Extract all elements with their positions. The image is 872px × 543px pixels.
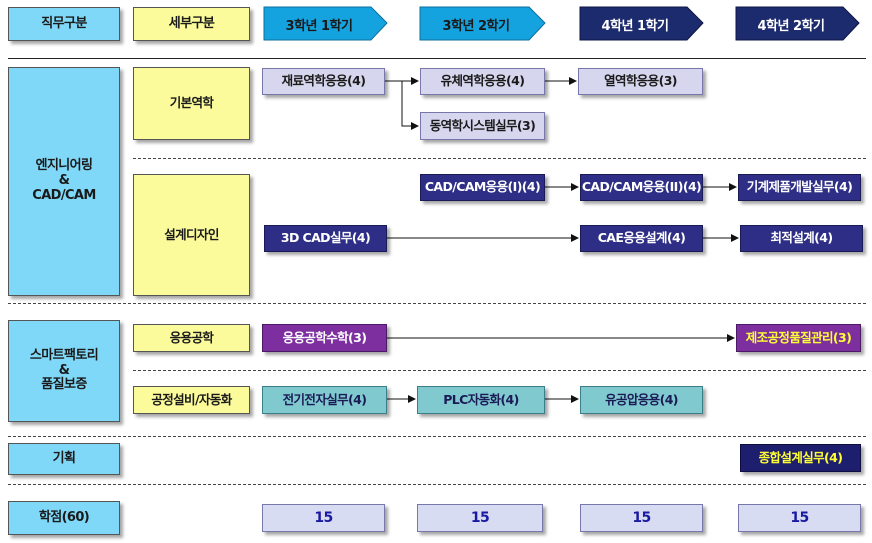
course-process-quality: 제조공정품질관리(3) bbox=[736, 324, 861, 352]
credits-semester-3: 15 bbox=[580, 504, 703, 532]
course-strength-materials: 재료역학응용(4) bbox=[262, 68, 385, 95]
course-thermodynamics: 열역학응용(3) bbox=[578, 68, 703, 95]
course-dynamics-system: 동역학시스템실무(3) bbox=[420, 112, 545, 140]
course-hydraulics: 유공압응용(4) bbox=[580, 386, 703, 414]
smart-factory-sub-divider bbox=[133, 370, 866, 371]
credits-semester-4: 15 bbox=[738, 504, 861, 532]
sub-category-header: 세부구분 bbox=[133, 7, 250, 41]
course-product-development: 기계제품개발실무(4) bbox=[738, 174, 861, 201]
semester-3-arrow-shape bbox=[579, 6, 704, 41]
smart-factory-section-divider bbox=[8, 436, 866, 437]
engineering-section-divider bbox=[8, 303, 866, 304]
semester-header-shapes bbox=[263, 6, 860, 41]
semester-3-label: 4학년 1학기 bbox=[601, 18, 669, 34]
course-electrical-electronics: 전기전자실무(4) bbox=[262, 386, 387, 414]
semester-2-label: 3학년 2학기 bbox=[442, 18, 510, 34]
header-separator bbox=[8, 58, 866, 59]
course-optimal-design: 최적설계(4) bbox=[740, 225, 863, 252]
course-cadcam-1: CAD/CAM응용(I)(4) bbox=[420, 174, 545, 201]
course-plc-automation: PLC자동화(4) bbox=[417, 386, 545, 414]
engineering-sub-divider bbox=[133, 158, 866, 159]
credits-semester-2: 15 bbox=[417, 504, 543, 532]
sub-design: 설계디자인 bbox=[133, 174, 250, 296]
credits-semester-1: 15 bbox=[262, 504, 385, 532]
course-fluid-mechanics: 유체역학응용(4) bbox=[420, 68, 545, 95]
credits-label: 학점(60) bbox=[8, 501, 120, 535]
sub-applied-engineering: 응용공학 bbox=[133, 324, 250, 352]
sub-process-automation: 공정설비/자동화 bbox=[133, 386, 250, 414]
planning-section-divider bbox=[8, 484, 866, 485]
job-planning: 기획 bbox=[8, 443, 120, 475]
job-engineering-cadcam: 엔지니어링 & CAD/CAM bbox=[8, 67, 120, 296]
course-cadcam-2: CAD/CAM응용(II)(4) bbox=[580, 174, 703, 201]
course-applied-math: 응용공학수학(3) bbox=[262, 324, 387, 352]
course-capstone-design: 종합설계실무(4) bbox=[740, 444, 861, 472]
semester-4-label: 4학년 2학기 bbox=[757, 18, 825, 34]
semester-1-label: 3학년 1학기 bbox=[285, 18, 353, 34]
semester-1-arrow-shape bbox=[263, 6, 388, 41]
semester-2-arrow-shape bbox=[419, 6, 546, 41]
semester-4-arrow-shape bbox=[735, 6, 860, 41]
job-category-header: 직무구분 bbox=[8, 7, 120, 41]
arrow-c1-c4 bbox=[401, 81, 419, 130]
course-3d-cad: 3D CAD실무(4) bbox=[264, 225, 387, 252]
job-smart-factory-quality: 스마트팩토리 & 품질보증 bbox=[8, 320, 120, 422]
course-cae-design: CAE응용설계(4) bbox=[580, 225, 703, 252]
sub-basic-mechanics: 기본역학 bbox=[133, 67, 250, 140]
